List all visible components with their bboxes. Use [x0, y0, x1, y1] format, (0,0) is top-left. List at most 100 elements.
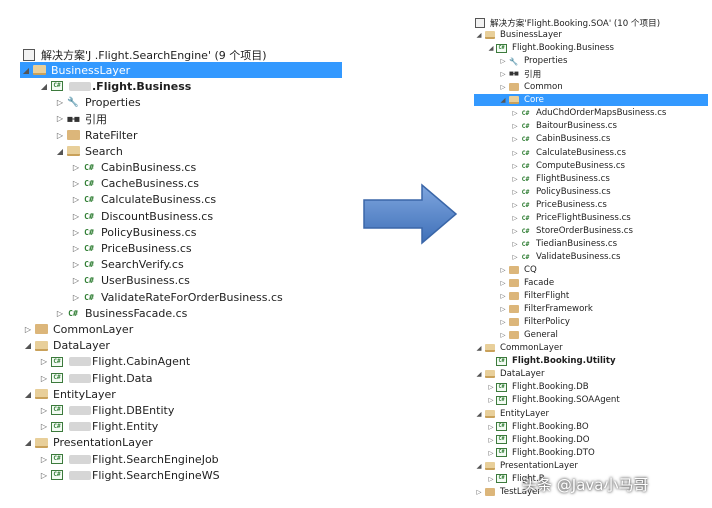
collapsed-arrow-icon[interactable]: ▷: [24, 324, 32, 334]
collapsed-arrow-icon[interactable]: ▷: [72, 260, 80, 270]
expanded-arrow-icon[interactable]: ◢: [476, 409, 482, 418]
expanded-arrow-icon[interactable]: ◢: [40, 81, 48, 91]
tree-item[interactable]: ▷C#SearchVerify.cs: [22, 257, 184, 273]
collapsed-arrow-icon[interactable]: ▷: [56, 130, 64, 140]
tree-item[interactable]: ▷C#Flight.SearchEngineWS: [22, 467, 220, 483]
tree-item[interactable]: ▷■-■引用: [22, 111, 107, 127]
tree-item[interactable]: ▷C#Flight.Booking.DB: [474, 381, 589, 393]
collapsed-arrow-icon[interactable]: ▷: [56, 114, 64, 124]
expanded-arrow-icon[interactable]: ◢: [500, 96, 506, 105]
collapsed-arrow-icon[interactable]: ▷: [500, 331, 506, 340]
collapsed-arrow-icon[interactable]: ▷: [500, 70, 506, 79]
collapsed-arrow-icon[interactable]: ▷: [72, 162, 80, 172]
collapsed-arrow-icon[interactable]: ▷: [72, 227, 80, 237]
tree-item[interactable]: ▷C#PriceFlightBusiness.cs: [474, 212, 631, 224]
tree-item[interactable]: ▷C#Flight.Booking.DO: [474, 434, 590, 446]
tree-item[interactable]: ▷C#CacheBusiness.cs: [22, 176, 199, 192]
tree-item[interactable]: ▷RateFilter: [22, 127, 138, 143]
collapsed-arrow-icon[interactable]: ▷: [512, 148, 518, 157]
collapsed-arrow-icon[interactable]: ▷: [512, 200, 518, 209]
tree-item[interactable]: ▷C#Flight.Booking.BO: [474, 421, 589, 433]
collapsed-arrow-icon[interactable]: ▷: [72, 276, 80, 286]
collapsed-arrow-icon[interactable]: ▷: [512, 135, 518, 144]
collapsed-arrow-icon[interactable]: ▷: [40, 422, 48, 432]
tree-item[interactable]: ▷FilterFlight: [474, 290, 570, 302]
collapsed-arrow-icon[interactable]: ▷: [56, 98, 64, 108]
tree-item[interactable]: ▷C#Flight.SearchEngineJob: [22, 451, 219, 467]
collapsed-arrow-icon[interactable]: ▷: [512, 122, 518, 131]
tree-item[interactable]: ◢EntityLayer: [474, 408, 550, 420]
collapsed-arrow-icon[interactable]: ▷: [72, 211, 80, 221]
tree-item[interactable]: ◢DataLayer: [474, 368, 545, 380]
collapsed-arrow-icon[interactable]: ▷: [40, 405, 48, 415]
expanded-arrow-icon[interactable]: ◢: [476, 31, 482, 40]
tree-item[interactable]: ▷C#UserBusiness.cs: [22, 273, 190, 289]
collapsed-arrow-icon[interactable]: ▷: [512, 187, 518, 196]
tree-item[interactable]: ◢BusinessLayer: [20, 62, 342, 79]
tree-item[interactable]: ▷C#PriceBusiness.cs: [474, 199, 607, 211]
collapsed-arrow-icon[interactable]: ▷: [512, 226, 518, 235]
tree-item[interactable]: ▷CQ: [474, 264, 537, 276]
tree-item[interactable]: ▷C#ComputeBusiness.cs: [474, 160, 626, 172]
collapsed-arrow-icon[interactable]: ▷: [512, 161, 518, 170]
collapsed-arrow-icon[interactable]: ▷: [500, 292, 506, 301]
collapsed-arrow-icon[interactable]: ▷: [512, 252, 518, 261]
tree-item[interactable]: ▷Common: [474, 81, 563, 93]
tree-item[interactable]: ▷FilterPolicy: [474, 316, 571, 328]
collapsed-arrow-icon[interactable]: ▷: [72, 179, 80, 189]
expanded-arrow-icon[interactable]: ◢: [476, 461, 482, 470]
collapsed-arrow-icon[interactable]: ▷: [488, 396, 494, 405]
tree-item[interactable]: ▷C#ValidateBusiness.cs: [474, 251, 621, 263]
collapsed-arrow-icon[interactable]: ▷: [512, 213, 518, 222]
tree-item[interactable]: C#Flight.Booking.Utility: [474, 355, 616, 367]
tree-item[interactable]: ▷Facade: [474, 277, 555, 289]
collapsed-arrow-icon[interactable]: ▷: [488, 383, 494, 392]
tree-item[interactable]: ▷General: [474, 329, 558, 341]
tree-item[interactable]: ▷C#CabinBusiness.cs: [474, 133, 611, 145]
collapsed-arrow-icon[interactable]: ▷: [488, 422, 494, 431]
collapsed-arrow-icon[interactable]: ▷: [500, 318, 506, 327]
expanded-arrow-icon[interactable]: ◢: [476, 370, 482, 379]
tree-item[interactable]: ▷C#PolicyBusiness.cs: [474, 186, 611, 198]
tree-item[interactable]: ▷C#CalculateBusiness.cs: [474, 147, 626, 159]
tree-item[interactable]: ◢BusinessLayer: [474, 29, 562, 41]
collapsed-arrow-icon[interactable]: ▷: [488, 448, 494, 457]
tree-item[interactable]: ▷C#FlightBusiness.cs: [474, 173, 610, 185]
tree-item[interactable]: ◢Core: [474, 94, 708, 107]
collapsed-arrow-icon[interactable]: ▷: [488, 435, 494, 444]
tree-item[interactable]: ▷TestLayer: [474, 486, 541, 498]
collapsed-arrow-icon[interactable]: ▷: [512, 109, 518, 118]
tree-item[interactable]: ▷C#AduChdOrderMapsBusiness.cs: [474, 107, 667, 119]
tree-item[interactable]: ▷🔧Properties: [474, 55, 568, 67]
collapsed-arrow-icon[interactable]: ▷: [72, 243, 80, 253]
collapsed-arrow-icon[interactable]: ▷: [500, 83, 506, 92]
tree-item[interactable]: ◢Search: [22, 143, 123, 159]
tree-item[interactable]: ◢CommonLayer: [474, 342, 563, 354]
tree-item[interactable]: ▷C#Flight.CabinAgent: [22, 354, 190, 370]
tree-item[interactable]: ▷C#DiscountBusiness.cs: [22, 208, 213, 224]
tree-item[interactable]: ▷CommonLayer: [22, 321, 133, 337]
tree-item[interactable]: ▷FilterFramework: [474, 303, 593, 315]
tree-item[interactable]: ◢PresentationLayer: [474, 460, 578, 472]
tree-item[interactable]: ◢C#.Flight.Business: [22, 78, 191, 94]
tree-item[interactable]: ▷C#PolicyBusiness.cs: [22, 224, 197, 240]
collapsed-arrow-icon[interactable]: ▷: [500, 57, 506, 66]
tree-item[interactable]: ◢DataLayer: [22, 338, 110, 354]
expanded-arrow-icon[interactable]: ◢: [488, 44, 494, 53]
expanded-arrow-icon[interactable]: ◢: [24, 438, 32, 448]
tree-item[interactable]: ▷C#StoreOrderBusiness.cs: [474, 225, 633, 237]
collapsed-arrow-icon[interactable]: ▷: [72, 195, 80, 205]
collapsed-arrow-icon[interactable]: ▷: [40, 357, 48, 367]
tree-item[interactable]: ▷C#Flight.Booking.SOAAgent: [474, 394, 620, 406]
expanded-arrow-icon[interactable]: ◢: [24, 341, 32, 351]
tree-item[interactable]: ▷C#CabinBusiness.cs: [22, 159, 196, 175]
expanded-arrow-icon[interactable]: ◢: [56, 146, 64, 156]
tree-item[interactable]: ▷C#Flight.DBEntity: [22, 402, 174, 418]
collapsed-arrow-icon[interactable]: ▷: [488, 474, 494, 483]
tree-item[interactable]: ◢C#Flight.Booking.Business: [474, 42, 615, 54]
collapsed-arrow-icon[interactable]: ▷: [72, 292, 80, 302]
collapsed-arrow-icon[interactable]: ▷: [500, 305, 506, 314]
collapsed-arrow-icon[interactable]: ▷: [512, 239, 518, 248]
tree-item[interactable]: ▷C#Flight.Booking.DTO: [474, 447, 595, 459]
expanded-arrow-icon[interactable]: ◢: [22, 65, 30, 75]
